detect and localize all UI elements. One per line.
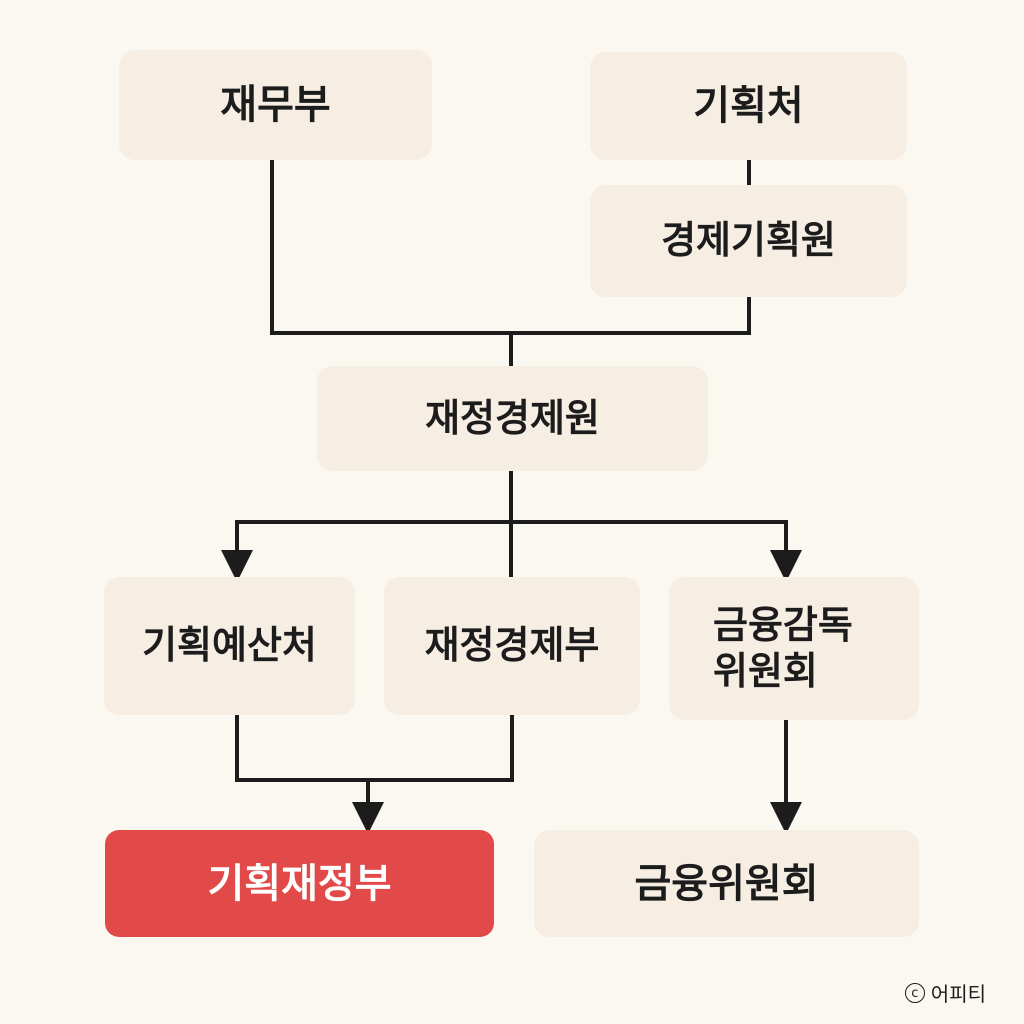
node-epb: 경제기획원 xyxy=(590,185,907,297)
node-mofe-label: 재정경제부 xyxy=(424,623,600,668)
node-mosf: 기획재정부 xyxy=(105,830,494,937)
node-epb-agency-label: 기획처 xyxy=(693,83,804,129)
node-mofe-board-label: 재정경제원 xyxy=(425,395,600,440)
node-mofe-board: 재정경제원 xyxy=(317,366,708,471)
copyright-credit: c 어피티 xyxy=(904,978,986,1007)
node-fsc: 금융위원회 xyxy=(534,830,919,937)
node-fsc-supervisory: 금융감독 위원회 xyxy=(669,577,919,720)
node-mofe: 재정경제부 xyxy=(384,577,640,715)
node-mosf-label: 기획재정부 xyxy=(207,860,392,907)
node-epb-agency: 기획처 xyxy=(590,52,907,160)
node-fsc-label: 금융위원회 xyxy=(634,860,819,907)
node-mpb-label: 기획예산처 xyxy=(142,623,317,668)
node-epb-label: 경제기획원 xyxy=(661,218,836,263)
node-fsc-supervisory-label: 금융감독 위원회 xyxy=(713,602,853,693)
copyright-icon: c xyxy=(904,982,925,1003)
node-mof: 재무부 xyxy=(119,50,432,160)
credit-label: 어피티 xyxy=(930,982,986,1006)
node-mof-label: 재무부 xyxy=(220,82,331,128)
node-mpb: 기획예산처 xyxy=(104,577,355,715)
